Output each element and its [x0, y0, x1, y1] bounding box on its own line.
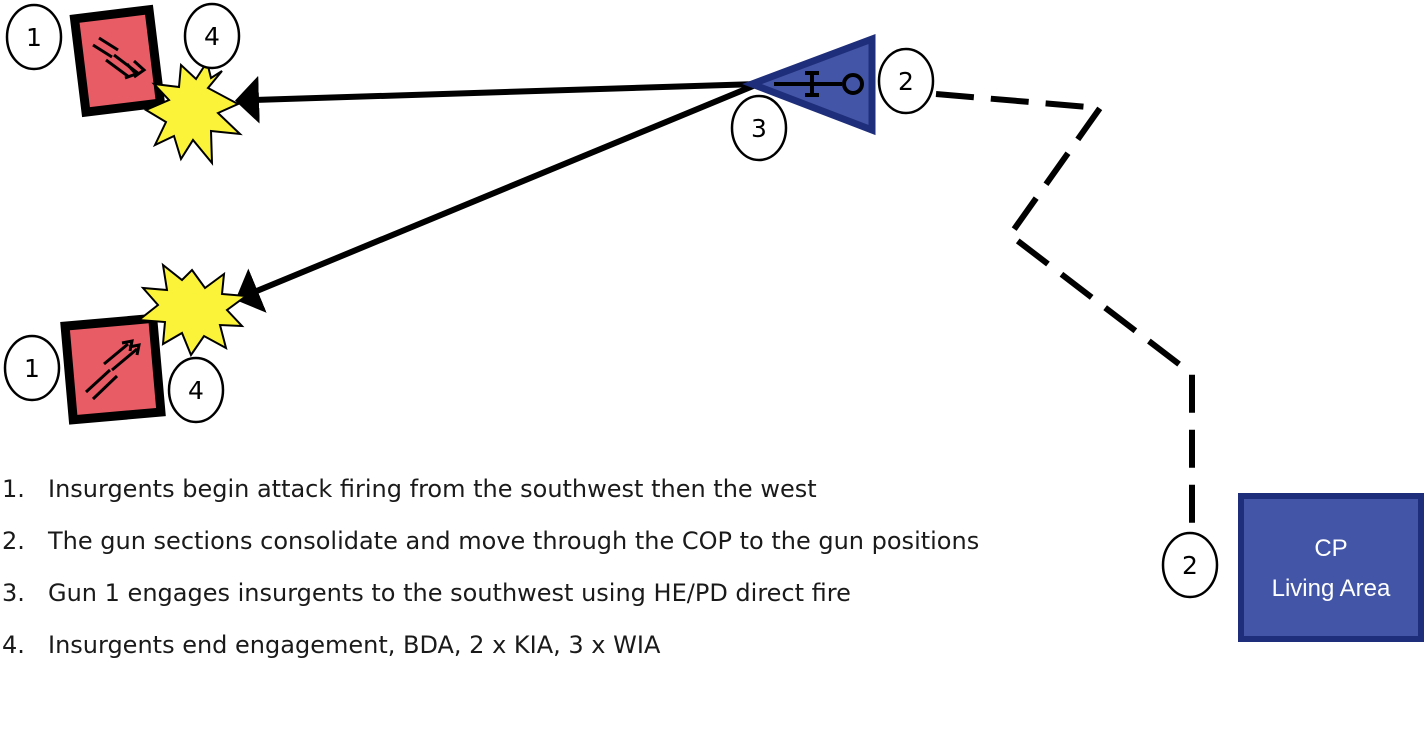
legend-notes: 1. Insurgents begin attack firing from t…: [2, 474, 1182, 682]
note-number: 4.: [2, 631, 25, 659]
callout-4-southwest: 4: [167, 356, 225, 424]
callout-3: 3: [730, 94, 788, 162]
note-number: 1.: [2, 475, 25, 503]
friendly-gun-position: [742, 33, 876, 136]
insurgent-position-southwest: [60, 313, 166, 425]
note-item: 4. Insurgents end engagement, BDA, 2 x K…: [2, 630, 1182, 661]
gun-section-route: [935, 91, 1195, 530]
note-text: Insurgents end engagement, BDA, 2 x KIA,…: [48, 631, 661, 659]
callout-number: 4: [204, 22, 220, 51]
note-text: The gun sections consolidate and move th…: [48, 527, 980, 555]
explosion-burst-icon: [143, 59, 243, 166]
chevron-arrow-icon: [84, 339, 141, 401]
insurgent-position-west: [69, 4, 166, 118]
note-number: 2.: [2, 527, 25, 555]
cp-sublabel: Living Area: [1272, 575, 1391, 602]
callout-2-start: 2: [877, 47, 935, 115]
explosion-burst-icon: [136, 262, 249, 358]
note-item: 3. Gun 1 engages insurgents to the south…: [2, 578, 1182, 609]
note-number: 3.: [2, 579, 25, 607]
command-post: CP Living Area: [1238, 493, 1424, 642]
callout-number: 1: [24, 354, 40, 383]
note-text: Gun 1 engages insurgents to the southwes…: [48, 579, 851, 607]
howitzer-symbol-icon: [774, 71, 864, 97]
note-item: 1. Insurgents begin attack firing from t…: [2, 474, 1182, 505]
callout-4-west: 4: [183, 2, 241, 70]
callout-number: 2: [1182, 551, 1198, 580]
callout-number: 2: [898, 67, 914, 96]
note-text: Insurgents begin attack firing from the …: [48, 475, 817, 503]
note-item: 2. The gun sections consolidate and move…: [2, 526, 1182, 557]
fire-arrow-west: [235, 75, 759, 124]
enemy-square-icon: [69, 4, 166, 118]
callout-2-end: 2: [1161, 531, 1219, 599]
fire-arrow-southwest: [235, 81, 760, 313]
callout-number: 3: [751, 114, 767, 143]
cp-label: CP: [1314, 535, 1347, 562]
callout-1-southwest: 1: [3, 334, 61, 402]
chevron-arrow-icon: [92, 36, 147, 80]
callout-1-west: 1: [5, 3, 63, 71]
callout-number: 1: [26, 23, 42, 52]
callout-number: 4: [188, 376, 204, 405]
